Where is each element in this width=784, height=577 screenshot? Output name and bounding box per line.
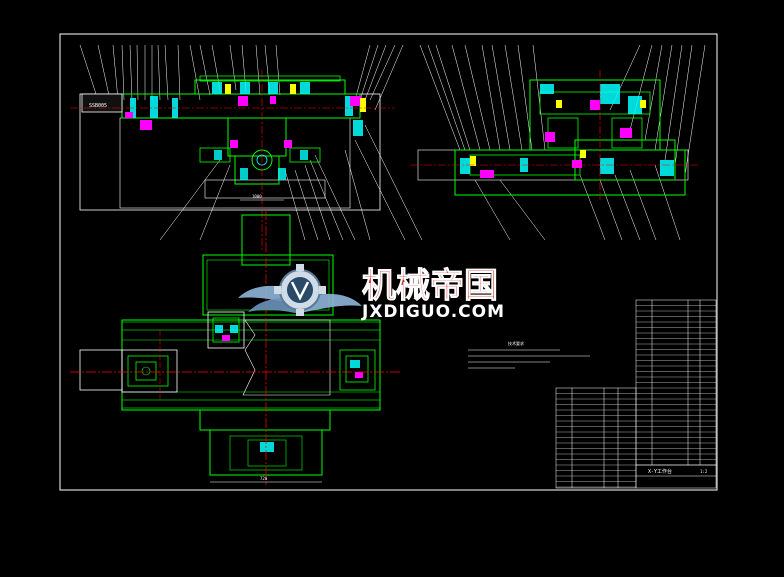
dim-top-width: 1000: [252, 194, 262, 199]
section-view-right: [410, 44, 706, 241]
section-view-left: SSB005: [70, 44, 423, 250]
title-block-scale: 1:2: [700, 469, 708, 474]
notes-title: 技术要求: [508, 340, 524, 346]
technical-notes: 技术要求: [468, 340, 590, 369]
title-block-name: X-Y工作台: [648, 468, 672, 475]
drawing-frame: [59, 33, 718, 491]
dim-bottom-width: 720: [260, 476, 268, 481]
parts-list: [555, 299, 717, 489]
watermark-logo: [238, 264, 362, 316]
top-left-code: SSB005: [89, 103, 107, 109]
watermark-cn: 机械帝国: [362, 266, 498, 306]
parts-list-rows: [556, 305, 716, 488]
plan-view: 720: [70, 210, 400, 485]
watermark-en: JXDIGUO.COM: [361, 302, 505, 322]
